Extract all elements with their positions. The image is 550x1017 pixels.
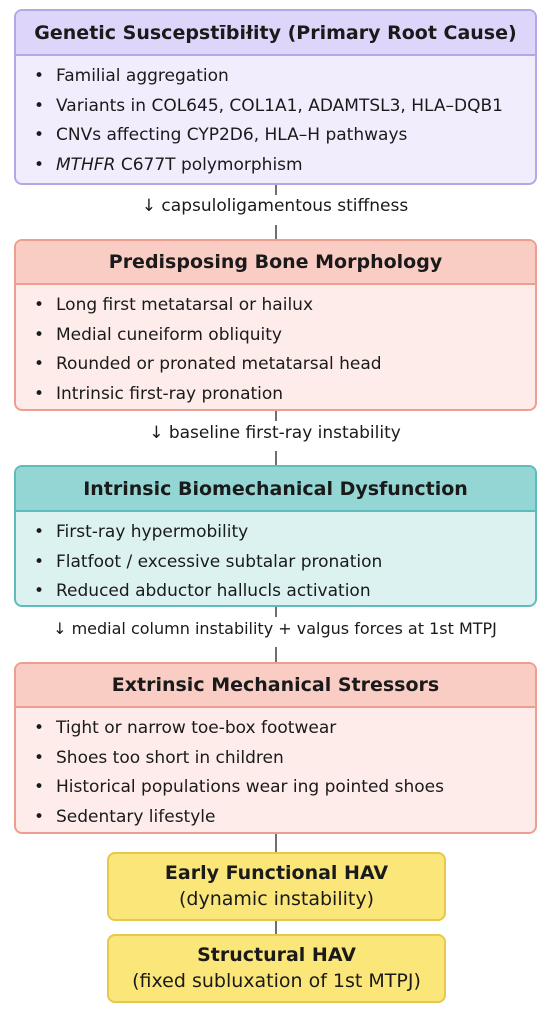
list-item: Flatfoot / excessive subtalar pronation [34,548,535,578]
list-item: Historical populations wear ing pointed … [34,773,535,803]
bullet-list: Tight or narrow toe-box footwear Shoes t… [16,708,535,832]
outcome-subtitle: (dynamic instability) [179,887,374,910]
box-title: Intrinsic Biomechanical Dysfunction [16,467,535,512]
box-title: Predisposing Bone Morphology [16,241,535,285]
bone-morphology-box: Predisposing Bone Morphology Long first … [14,239,537,411]
box-title: Extrinsic Mechanical Stressors [16,664,535,708]
list-item: Rounded or pronated metatarsal head [34,350,535,380]
bullet-list: First-ray hypermobility Flatfoot / exces… [16,512,535,605]
outcome-title: Early Functional HAV [164,861,389,884]
biomechanical-dysfunction-box: Intrinsic Biomechanical Dysfunction Firs… [14,465,537,607]
bullet-list: Long first metatarsal or hailux Medial c… [16,285,535,409]
list-item: Reduced abductor hallucls activation [34,577,535,605]
list-item: CNVs affecting CYP2D6, HLA–H pathways [34,121,535,151]
list-item: Long first metatarsal or hailux [34,291,535,321]
list-item: Intrinsic first-ray pronation [34,380,535,410]
genetic-susceptibility-box: Genetic Suscepstībiłity (Primary Root Ca… [14,9,537,185]
bullet-list: Familial aggregation Variants in COL645,… [16,56,535,180]
connector-line [275,225,277,239]
connector-line [275,451,277,465]
list-item: Variants in COL645, COL1A1, ADAMTSL3, HL… [34,92,535,122]
connector-line [275,647,277,662]
connector-line [275,185,277,195]
list-item: MTHFR C677T polymorphism [34,151,535,181]
list-item: First-ray hypermobility [34,518,535,548]
connector-label: ↓ medial column instability + valgus for… [53,619,497,638]
list-item: Medial cuneiform obliquity [34,321,535,351]
outcome-subtitle: (fixed subluxation of 1st MTPJ) [132,969,421,992]
outcome-title: Structural HAV [197,943,356,966]
list-item: Familial aggregation [34,62,535,92]
early-functional-hav-box: Early Functional HAV (dynamic instabilit… [107,852,446,921]
structural-hav-box: Structural HAV (fixed subluxation of 1st… [107,934,446,1003]
connector-line [275,834,277,852]
connector-line [275,607,277,617]
connector-line [275,921,277,934]
box-title: Genetic Suscepstībiłity (Primary Root Ca… [16,11,535,56]
connector-label: ↓ capsuloligamentous stiffness [141,196,409,216]
connector-line [275,411,277,421]
connector-label: ↓ baseline first-ray instability [149,423,401,443]
list-item: Sedentary lifestyle [34,803,535,833]
mechanical-stressors-box: Extrinsic Mechanical Stressors Tight or … [14,662,537,834]
gene-symbol: MTHFR [56,154,116,175]
list-item: Tight or narrow toe-box footwear [34,714,535,744]
list-item: Shoes too short in children [34,744,535,774]
